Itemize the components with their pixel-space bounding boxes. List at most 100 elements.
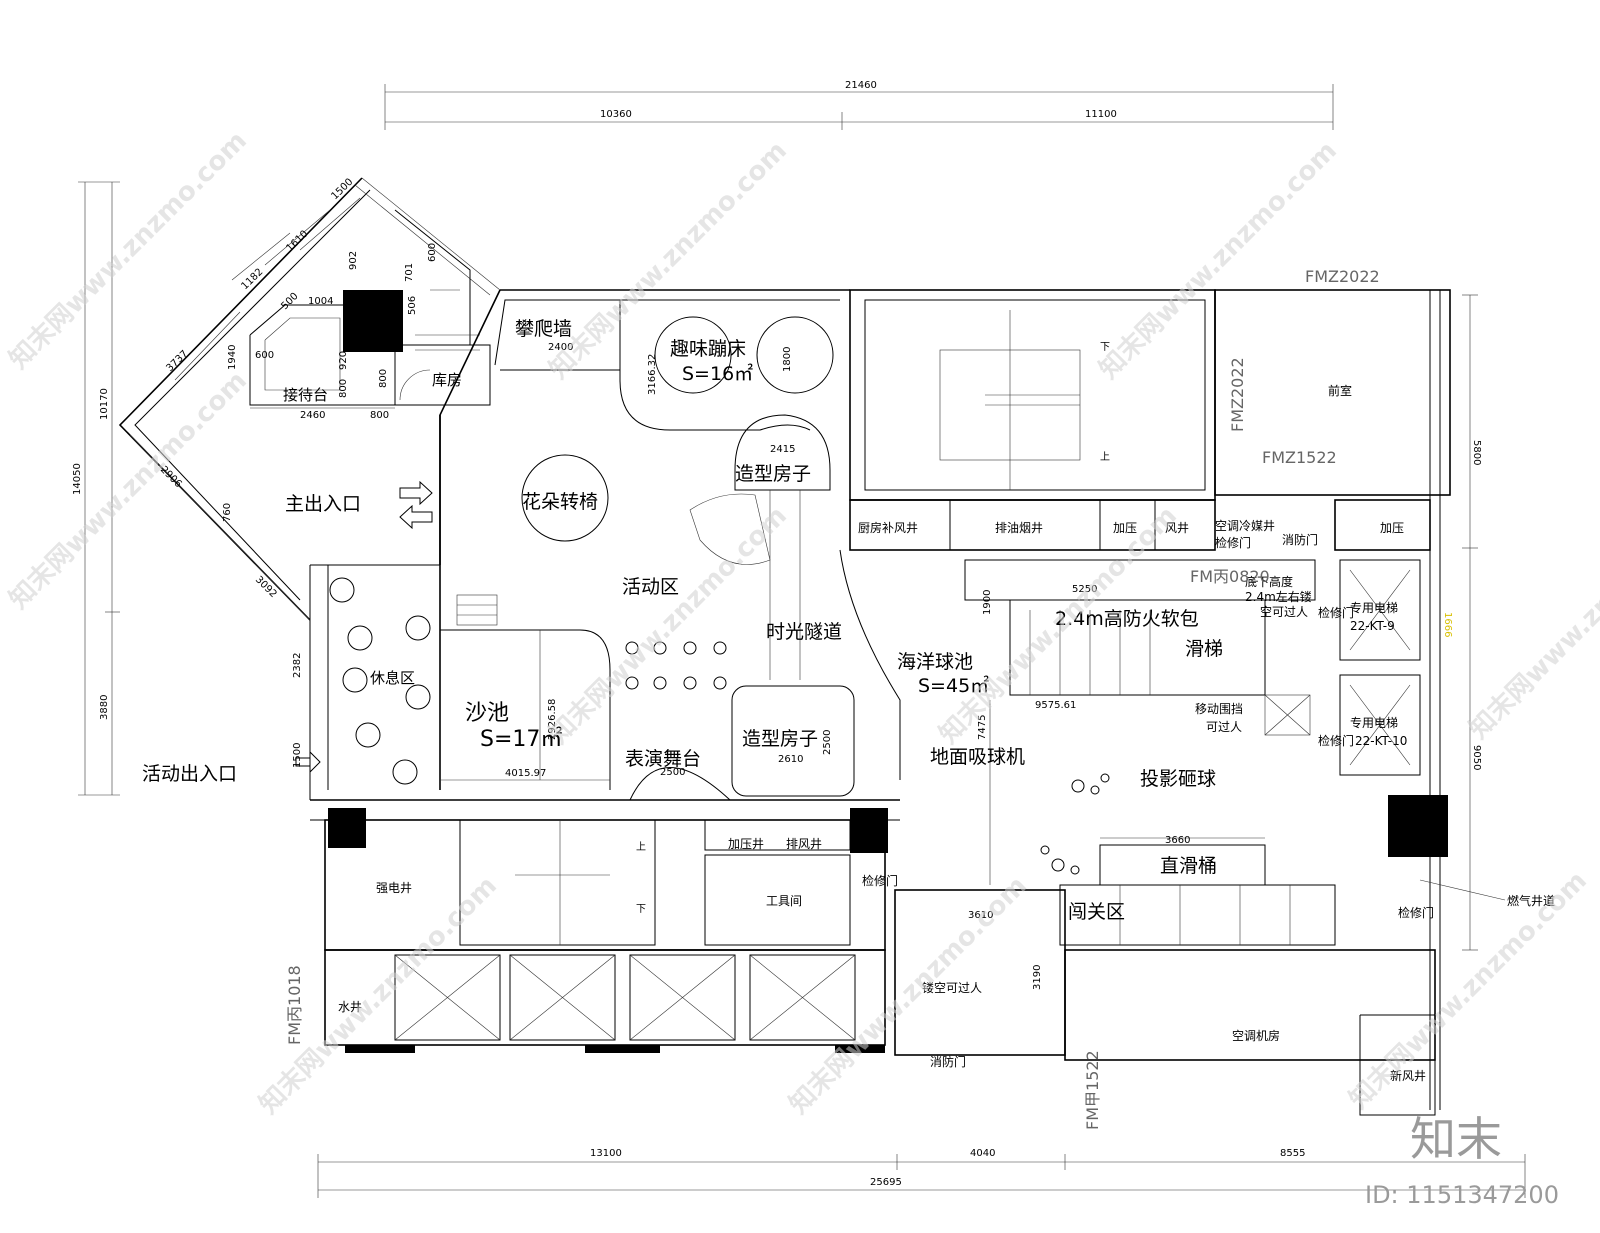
- svg-text:知末网www.znzmo.com: 知末网www.znzmo.com: [4, 366, 253, 615]
- dim-500: 500: [279, 291, 300, 312]
- dim-600: 600: [255, 350, 274, 361]
- label-climbing-wall: 攀爬墙: [515, 318, 572, 340]
- dim-800c: 800: [338, 379, 349, 398]
- structural-column: [343, 290, 403, 352]
- label-sand-pool: 沙池: [465, 701, 509, 726]
- dim-2500b: 2500: [822, 730, 833, 755]
- elevators: [1339, 559, 1448, 857]
- sand-pool-outline: [440, 629, 611, 790]
- label-flower-chair: 花朵转椅: [522, 491, 598, 513]
- label-elevator-1: 专用电梯: [1350, 600, 1398, 615]
- right-dimension-lines: [1462, 294, 1478, 951]
- fresh-air-shaft-outline: [1359, 1014, 1436, 1116]
- dim-2460: 2460: [300, 410, 325, 421]
- label-activity-area: 活动区: [622, 576, 679, 598]
- dim-1182: 1182: [239, 267, 265, 293]
- dim-4015: 4015.97: [505, 768, 546, 779]
- label-fire-door-1: 消防门: [1282, 532, 1318, 547]
- activity-dots: [625, 641, 727, 690]
- dim-bottom-3: 8555: [1280, 1148, 1305, 1159]
- label-main-entrance: 主出入口: [285, 493, 361, 515]
- label-inspection-door-4: 检修门: [862, 873, 898, 888]
- label-air-shaft: 风井: [1165, 521, 1189, 535]
- dim-bottom-2: 4040: [970, 1148, 995, 1159]
- dim-1900: 1900: [982, 590, 993, 615]
- label-passable: 可过人: [1206, 720, 1242, 734]
- label-elevator-code-2: 22-KT-10: [1355, 734, 1407, 748]
- label-challenge-area: 闯关区: [1068, 901, 1125, 923]
- label-tool-room: 工具间: [766, 894, 802, 908]
- fire-soft-pack-slide: [964, 559, 1316, 736]
- dim-600b: 600: [427, 243, 438, 262]
- label-time-tunnel: 时光隧道: [766, 621, 842, 643]
- dim-3190: 3190: [1032, 965, 1043, 990]
- label-pressurize-shaft: 加压井: [728, 837, 764, 851]
- label-sand-pool-area: S=17㎡: [480, 726, 562, 752]
- dim-2382: 2382: [292, 653, 303, 678]
- dim-902: 902: [348, 251, 359, 270]
- door-code-fmz1522: FMZ1522: [1262, 448, 1337, 467]
- label-hollow-passable: 镂空可过人: [922, 981, 982, 995]
- door-code-fm0820: FM丙0820: [1190, 567, 1270, 586]
- label-trampoline-area: S=16㎡: [682, 362, 753, 385]
- bottom-block: [324, 808, 1436, 1061]
- dim-800: 800: [370, 410, 389, 421]
- label-straight-slide: 直滑桶: [1160, 855, 1217, 877]
- label-performance-stage: 表演舞台: [625, 748, 701, 770]
- stage-steps: [456, 594, 498, 626]
- label-trampoline: 趣味蹦床: [670, 338, 746, 360]
- watermark-logo: 知末: [1410, 1112, 1502, 1166]
- label-elevator-code-1: 22-KT-9: [1350, 619, 1395, 633]
- label-fresh-air-shaft: 新风井: [1390, 1068, 1426, 1083]
- flower-chair-circle: [521, 454, 609, 542]
- reception-area: [249, 209, 491, 409]
- label-kitchen-air-shaft: 厨房补风井: [858, 520, 918, 535]
- projection-ball-dots: [1040, 773, 1110, 875]
- dim-2610: 2610: [778, 754, 803, 765]
- svg-text:知末网www.znzmo.com: 知末网www.znzmo.com: [1094, 136, 1343, 385]
- dim-1500-left: 1500: [292, 743, 303, 768]
- label-rest-area: 休息区: [370, 669, 415, 687]
- label-inspection-door-5: 检修门: [1398, 905, 1434, 920]
- gas-shaft-leader: [1419, 879, 1506, 901]
- label-shape-house-upper: 造型房子: [735, 463, 811, 485]
- dim-right-2: 9050: [1471, 745, 1482, 770]
- dim-1610: 1610: [284, 229, 310, 255]
- dim-2400: 2400: [548, 342, 573, 353]
- svg-text:知末网www.znzmo.com: 知末网www.znzmo.com: [544, 136, 793, 385]
- dim-7475: 7475: [977, 715, 988, 740]
- watermark-id: ID: 1151347200: [1365, 1181, 1559, 1209]
- dim-3737: 3737: [164, 349, 190, 375]
- dim-right-1: 5800: [1471, 440, 1482, 465]
- dim-1004: 1004: [308, 296, 333, 307]
- rest-area-stools: [329, 577, 431, 785]
- dim-top-left: 10360: [600, 109, 632, 120]
- dim-5250: 5250: [1072, 584, 1097, 595]
- stair-up-lower: 上: [636, 841, 646, 853]
- dim-760: 760: [222, 503, 233, 522]
- dim-left-1: 10170: [99, 388, 110, 420]
- label-ground-ball-machine: 地面吸球机: [930, 746, 1025, 768]
- entrance-arrows: [295, 480, 433, 774]
- label-ocean-ball-pool: 海洋球池: [897, 651, 973, 673]
- performance-stage-arc: [629, 767, 731, 801]
- shape-house-lower: [731, 685, 855, 797]
- label-pressurize-2: 加压: [1380, 521, 1404, 535]
- label-gas-shaft: 燃气井道: [1507, 893, 1555, 908]
- label-under-height-3: 空可过人: [1260, 605, 1308, 619]
- label-water-shaft: 水井: [338, 1000, 362, 1014]
- dim-1940: 1940: [227, 345, 238, 370]
- label-ocean-ball-pool-area: S=45㎡: [918, 674, 989, 697]
- shape-house-upper: [689, 414, 831, 680]
- left-dimension-lines: [78, 181, 120, 796]
- door-code-fmz2022-a: FMZ2022: [1305, 267, 1380, 286]
- dim-920: 920: [338, 351, 349, 370]
- label-strong-current-shaft: 强电井: [376, 881, 412, 895]
- dim-2415: 2415: [770, 444, 795, 455]
- label-activity-entrance: 活动出入口: [142, 763, 237, 785]
- label-pressurize-1: 加压: [1113, 521, 1137, 535]
- dim-right-yellow: 1666: [1442, 612, 1453, 637]
- label-fire-door-2: 消防门: [930, 1054, 966, 1069]
